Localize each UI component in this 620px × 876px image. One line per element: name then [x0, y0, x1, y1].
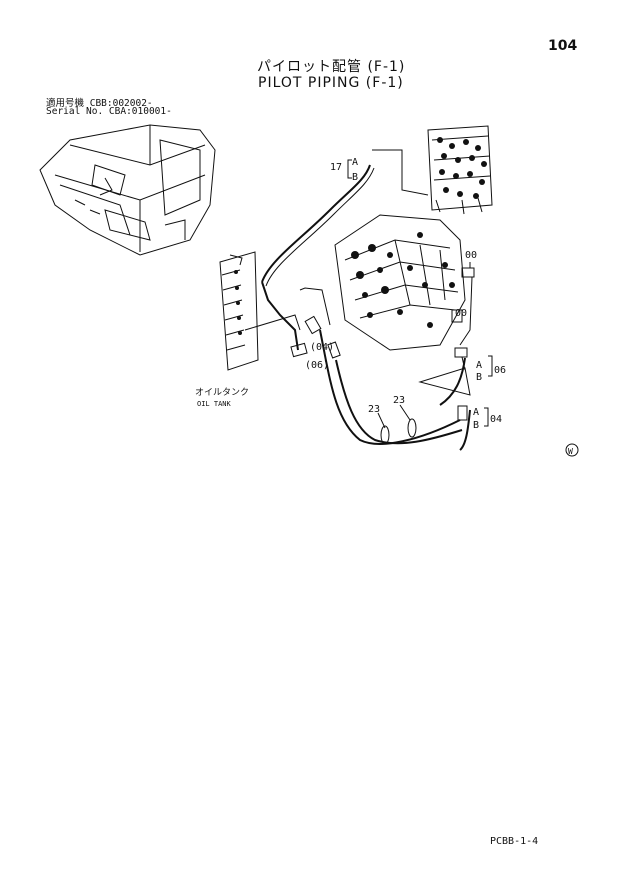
corner-mark: W	[568, 447, 573, 456]
callout-17-a: A	[352, 157, 358, 168]
callout-06-a: A	[476, 360, 482, 371]
oil-tank-plate	[219, 251, 301, 371]
control-valve-assembly	[334, 214, 466, 351]
callout-23-right: 23	[393, 395, 405, 406]
oil-tank-label: OIL TANK	[197, 400, 232, 408]
page-number: 104	[548, 38, 578, 54]
callout-06-paren: (06)	[305, 360, 329, 371]
callout-04-paren: (04)	[310, 342, 334, 353]
callout-04: 04	[490, 414, 502, 425]
callout-17-b: B	[352, 172, 358, 183]
callout-06: 06	[494, 365, 506, 376]
page-title-japanese: パイロット配管 (F-1)	[257, 59, 406, 75]
callout-17: 17	[330, 162, 342, 173]
callout-06-b: B	[476, 372, 482, 383]
applicable-serial: Serial No. CBA:010001-	[46, 106, 172, 117]
footer-code: PCBB-1-4	[490, 836, 539, 847]
callout-00-top: 00	[465, 250, 477, 261]
callout-04-b: B	[473, 420, 479, 431]
pilot-valve-block	[427, 125, 493, 215]
applicable-serial-jp: 適用号機 CBB:002002-	[46, 98, 153, 109]
oil-tank-label-jp: オイルタンク	[195, 387, 249, 398]
page-title: PILOT PIPING (F-1)	[258, 75, 404, 91]
excavator-overview-sketch	[39, 124, 216, 256]
callout-00-mid: 00	[455, 308, 467, 319]
callout-04-a: A	[473, 407, 479, 418]
callout-23-left: 23	[368, 404, 380, 415]
